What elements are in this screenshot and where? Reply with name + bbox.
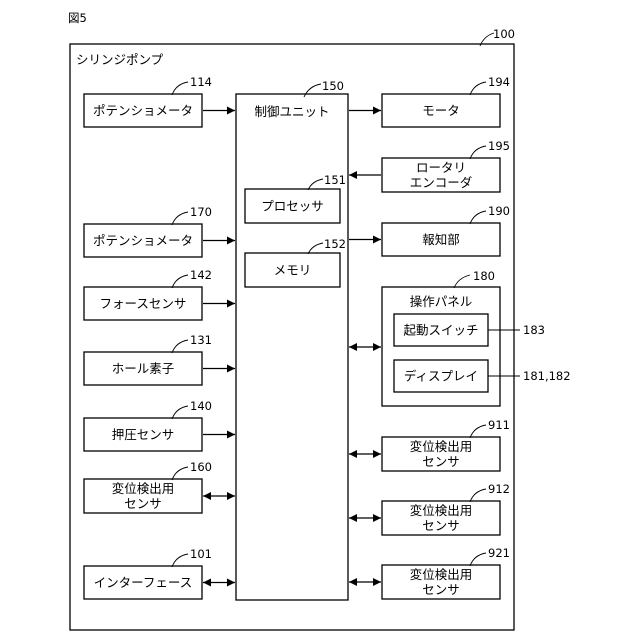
control-unit-box [236, 94, 348, 600]
operation-panel-label: 操作パネル [410, 294, 473, 309]
left-block-label: 変位検出用 [112, 481, 175, 496]
right-block-label: センサ [422, 582, 460, 597]
memory-label: メモリ [274, 263, 312, 278]
left-block-label: ホール素子 [112, 361, 175, 376]
right-block-ref: 912 [488, 482, 510, 496]
left-block-label: フォースセンサ [100, 296, 187, 311]
left-block-label: インターフェース [94, 575, 193, 590]
device-ref: 100 [493, 27, 515, 41]
left-block-ref: 114 [190, 75, 212, 89]
right-block-label: センサ [422, 454, 460, 469]
processor-label: プロセッサ [261, 199, 324, 214]
display-ref: 181,182 [523, 369, 571, 383]
right-block-label: エンコーダ [410, 175, 473, 190]
start-switch-label: 起動スイッチ [403, 323, 478, 338]
right-block-ref: 911 [488, 418, 510, 432]
right-block-label: センサ [422, 518, 460, 533]
right-block-label: モータ [422, 103, 460, 118]
control-unit-label: 制御ユニット [254, 104, 329, 119]
start-switch-ref: 183 [523, 323, 545, 337]
figure-label: 図5 [68, 11, 87, 25]
left-block-label: ポテンショメータ [93, 103, 193, 118]
control-unit-ref: 150 [322, 79, 344, 93]
processor-ref: 151 [324, 173, 346, 187]
device-label: シリンジポンプ [76, 52, 164, 67]
right-block-ref: 195 [488, 139, 510, 153]
left-block-label: ポテンショメータ [93, 233, 193, 248]
right-block-ref: 190 [488, 204, 510, 218]
right-block-label: ロータリ [416, 160, 466, 175]
right-block-label: 報知部 [422, 232, 460, 247]
memory-ref: 152 [324, 237, 346, 251]
right-block-ref: 194 [488, 75, 510, 89]
left-block-ref: 142 [190, 268, 212, 282]
right-block-label: 変位検出用 [410, 439, 473, 454]
left-block-label: 押圧センサ [112, 427, 175, 442]
right-block-ref: 921 [488, 546, 510, 560]
left-block-label: センサ [124, 496, 162, 511]
left-block-ref: 140 [190, 399, 212, 413]
operation-panel-ref: 180 [473, 269, 495, 283]
right-block-label: 変位検出用 [410, 567, 473, 582]
left-block-ref: 131 [190, 333, 212, 347]
display-label: ディスプレイ [404, 369, 478, 384]
right-block-label: 変位検出用 [410, 503, 473, 518]
left-block-ref: 101 [190, 547, 212, 561]
left-block-ref: 160 [190, 460, 212, 474]
left-block-ref: 170 [190, 205, 212, 219]
